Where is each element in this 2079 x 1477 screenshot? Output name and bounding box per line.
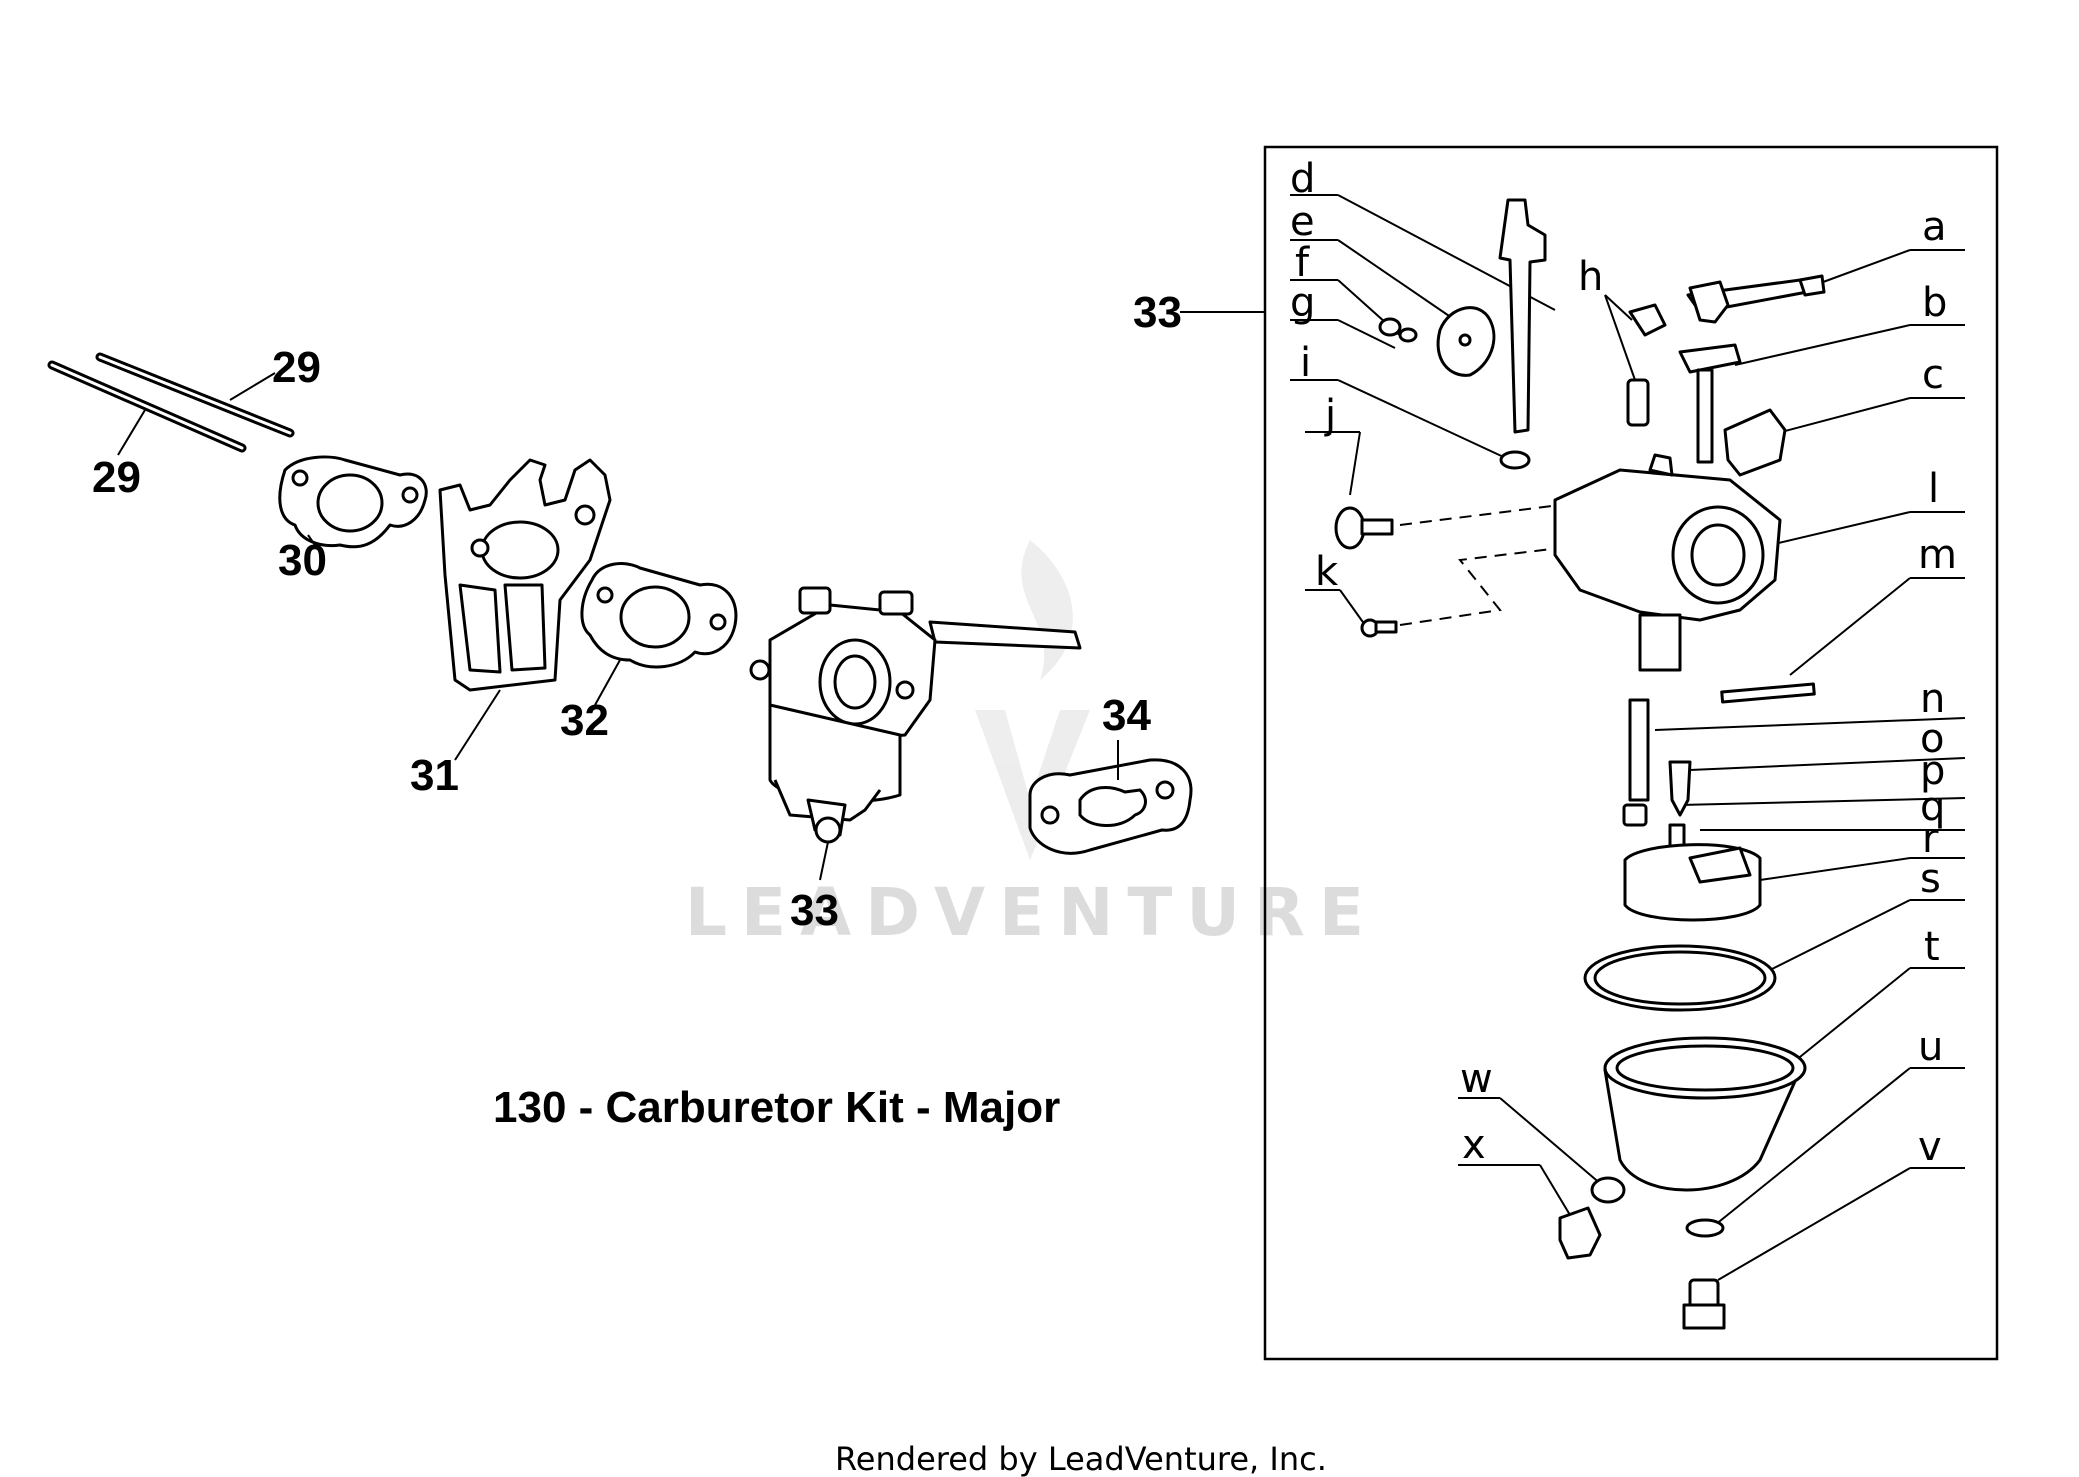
callout-33-left: 33 [790,886,839,935]
callout-v: v [1918,1124,1942,1170]
part-p-main-jet [1622,803,1648,827]
part-w-washer [1590,1176,1626,1204]
right-label-leaders [1654,249,1966,1281]
stud-29-lower [47,360,247,453]
gasket-30 [278,455,428,549]
part-u-washer [1685,1218,1725,1238]
callout-n: n [1920,676,1945,722]
watermark-text: LEADVENTURE [685,874,1378,951]
part-k-screw [1360,618,1398,638]
part-n-emulsion-tube [1628,698,1650,802]
callout-m: m [1918,532,1957,578]
callout-30: 30 [278,536,327,585]
gasket-32 [580,562,738,669]
callout-29-lower: 29 [92,453,141,502]
callout-e: e [1290,199,1315,245]
part-i-oring [1499,450,1531,470]
part-e-choke-plate [1436,306,1496,377]
callout-i: i [1300,340,1311,386]
leader-30 [307,534,316,546]
diagram-title: 130 - Carburetor Kit - Major [493,1083,1060,1132]
callout-k: k [1315,549,1339,595]
dash-line-j [1399,504,1561,526]
callout-l: l [1928,466,1939,512]
callout-34: 34 [1102,691,1151,740]
exploded-view-frame [1263,145,1999,1361]
callout-p: p [1920,748,1945,794]
insulator-plate-31 [438,458,612,692]
callout-w: w [1460,1056,1493,1102]
callout-q: q [1920,784,1945,830]
leader-29a [229,372,276,401]
part-f-g-washers [1378,317,1418,343]
callout-b: b [1922,280,1947,326]
part-t-float-bowl [1603,1036,1807,1192]
callout-c: c [1922,352,1944,398]
callout-32: 32 [560,696,609,745]
callout-o: o [1920,716,1944,762]
sub-callouts: d e f g h i j k a b c l m n o p q r s t … [1290,156,1957,1170]
leader-29b [117,409,146,456]
part-x-bolt [1558,1206,1602,1260]
callout-31: 31 [410,751,459,800]
callout-d: d [1290,156,1315,202]
callout-t: t [1924,924,1940,970]
callout-h: h [1578,254,1603,300]
callout-r: r [1922,816,1939,862]
callout-j: j [1324,392,1336,438]
leader-33-left [819,841,829,881]
callout-a: a [1922,204,1947,250]
carburetor-assembly-33 [749,586,1082,844]
callout-29-upper: 29 [272,343,321,392]
part-h-jets [1604,294,1667,427]
part-s-bowl-gasket [1583,944,1777,1012]
callout-u: u [1918,1024,1943,1070]
callout-33-frame: 33 [1133,288,1182,337]
callout-x: x [1462,1122,1486,1168]
callout-f: f [1295,240,1310,286]
part-c-throttle-plate [1723,408,1787,477]
part-m-float-pin [1720,682,1816,704]
part-d-choke-shaft [1498,198,1547,434]
part-o-float-needle [1668,760,1692,817]
callout-g: g [1290,280,1315,326]
part-v-drain-bolt [1682,1278,1726,1330]
dash-line-k [1399,547,1561,626]
part-l-carburetor-body [1553,453,1782,672]
gasket-34 [1028,758,1193,855]
part-a-choke-lever [1686,274,1826,324]
leader-32 [594,659,621,706]
stud-29-upper [95,352,295,438]
footer-credit: Rendered by LeadVenture, Inc. [835,1440,1327,1477]
leader-31 [454,689,501,761]
part-b-throttle-shaft [1678,343,1742,464]
part-r-float [1623,843,1762,922]
part-j-idle-screw [1334,506,1394,550]
callout-s: s [1920,856,1941,902]
